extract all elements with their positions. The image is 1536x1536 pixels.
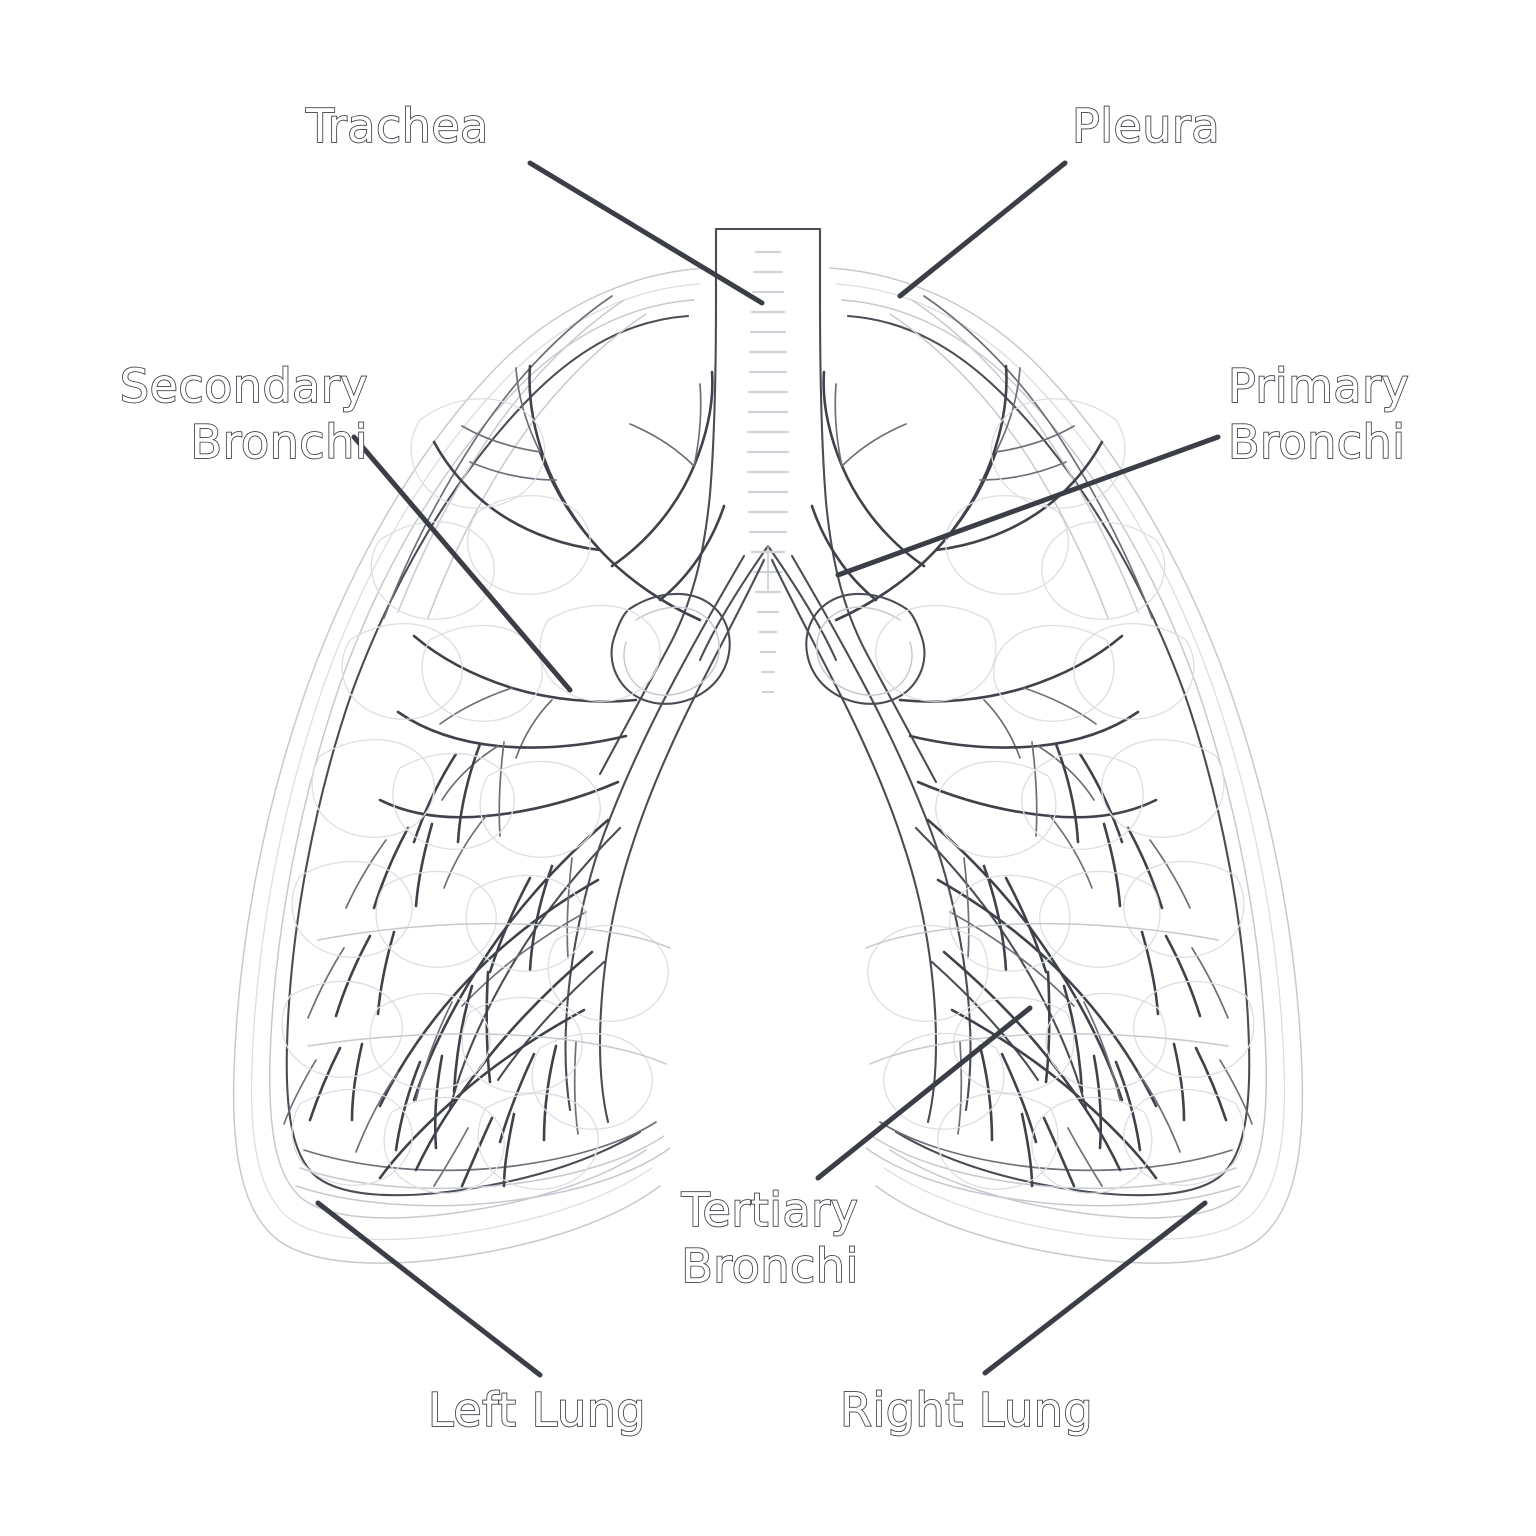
leader-pleura — [897, 160, 1068, 299]
leader-secondary-bronchi — [351, 434, 573, 693]
label-right-lung: Right Lung — [839, 1383, 1094, 1437]
trachea-structure — [598, 227, 938, 784]
label-secondary-bronchi-line2: Bronchi — [190, 414, 369, 470]
label-trachea: Trachea — [305, 99, 489, 153]
label-tertiary-bronchi-line1: Tertiary — [681, 1182, 859, 1238]
callout-leader-lines — [315, 160, 1221, 1378]
leader-trachea — [527, 160, 765, 306]
leader-primary-bronchi — [835, 434, 1221, 578]
label-primary-bronchi-line2: Bronchi — [1227, 414, 1406, 470]
leader-right-lung — [982, 1200, 1208, 1376]
label-pleura: Pleura — [1071, 99, 1221, 153]
label-tertiary-bronchi-line2: Bronchi — [680, 1238, 859, 1294]
label-primary-bronchi-line1: Primary — [1227, 358, 1410, 414]
leader-tertiary-bronchi — [815, 1005, 1033, 1181]
tracheal-cartilage-rings — [746, 250, 790, 694]
label-secondary-bronchi-line1: Secondary — [119, 358, 368, 414]
label-left-lung: Left Lung — [427, 1383, 646, 1437]
leader-left-lung — [315, 1200, 543, 1378]
right-lung-structure — [770, 266, 1304, 1265]
